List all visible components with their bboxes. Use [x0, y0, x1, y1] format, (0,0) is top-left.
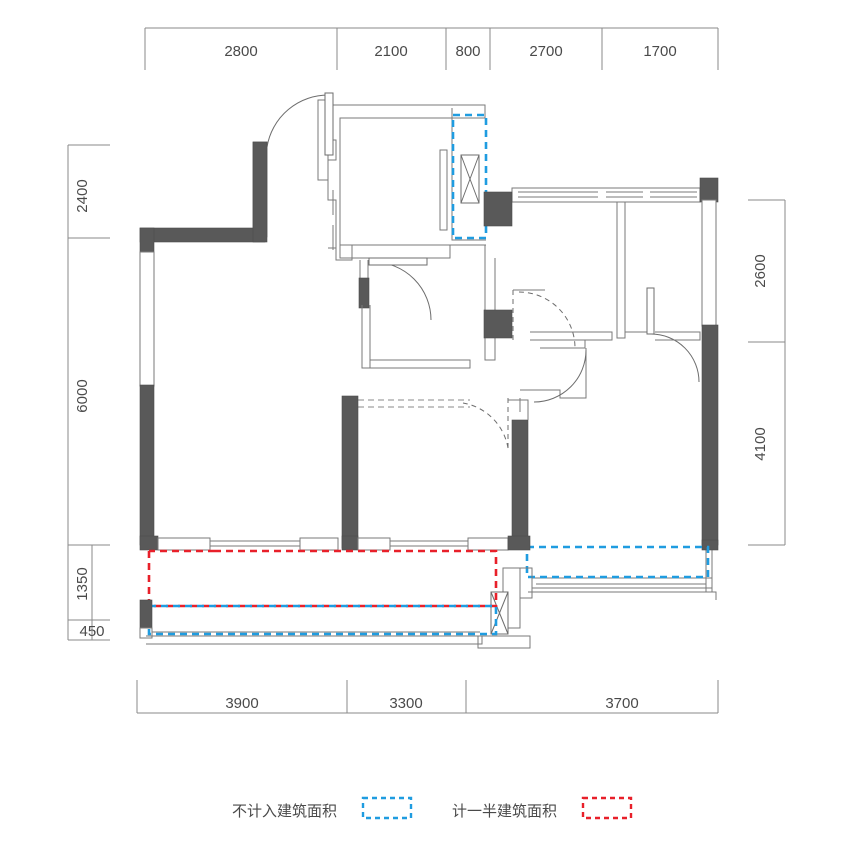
- dim-right-1: 2600: [752, 254, 769, 287]
- dim-top-3: 800: [455, 43, 480, 60]
- region-half-area-outline: [147, 549, 498, 608]
- dim-top-1: 2800: [224, 43, 257, 60]
- dim-left-3: 1350: [74, 567, 91, 600]
- dim-top-5: 1700: [643, 43, 676, 60]
- dim-left-4: 450: [79, 623, 104, 640]
- exterior-wall-left: [139, 141, 268, 546]
- living-room-balcony: [525, 539, 719, 600]
- dimension-chain-right: 2600 4100: [748, 199, 786, 546]
- dim-bottom-1: 3900: [225, 695, 258, 712]
- front-balcony-half-area: [147, 549, 498, 608]
- dim-bottom-3: 3700: [605, 695, 638, 712]
- balcony-exterior-wall: [139, 599, 483, 645]
- legend-swatch-not-counted: [361, 796, 413, 820]
- bedrooms-upper-right: [483, 177, 719, 383]
- floor-plan-geometry: [139, 92, 719, 649]
- kitchen-utility-balcony: [439, 108, 488, 246]
- dim-left-2: 6000: [74, 379, 91, 412]
- dimension-chain-top: 2800 2100 800 2700 1700: [144, 27, 719, 70]
- bottom-wall-band: [139, 535, 531, 551]
- exterior-wall-right: [701, 324, 719, 546]
- dimension-chain-bottom: 3900 3300 3700: [136, 680, 719, 714]
- region-not-counted-outline: [147, 604, 498, 636]
- dimension-chain-left: 2400 6000 1350 450: [67, 144, 110, 641]
- legend: 不计入建筑面积 计一半建筑面积: [232, 796, 633, 820]
- legend-label-0: 不计入建筑面积: [232, 803, 337, 820]
- dim-bottom-2: 3300: [389, 695, 422, 712]
- dim-right-2: 4100: [752, 427, 769, 460]
- interior-partitions: [341, 257, 587, 549]
- dim-top-2: 2100: [374, 43, 407, 60]
- region-kitchen-balcony-outline: [451, 113, 488, 240]
- dim-top-4: 2700: [529, 43, 562, 60]
- dim-left-1: 2400: [74, 179, 91, 212]
- front-balcony-not-counted: [147, 604, 498, 636]
- legend-swatch-half-counted: [581, 796, 633, 820]
- legend-label-1: 计一半建筑面积: [452, 803, 557, 820]
- region-living-balcony-outline: [525, 545, 710, 579]
